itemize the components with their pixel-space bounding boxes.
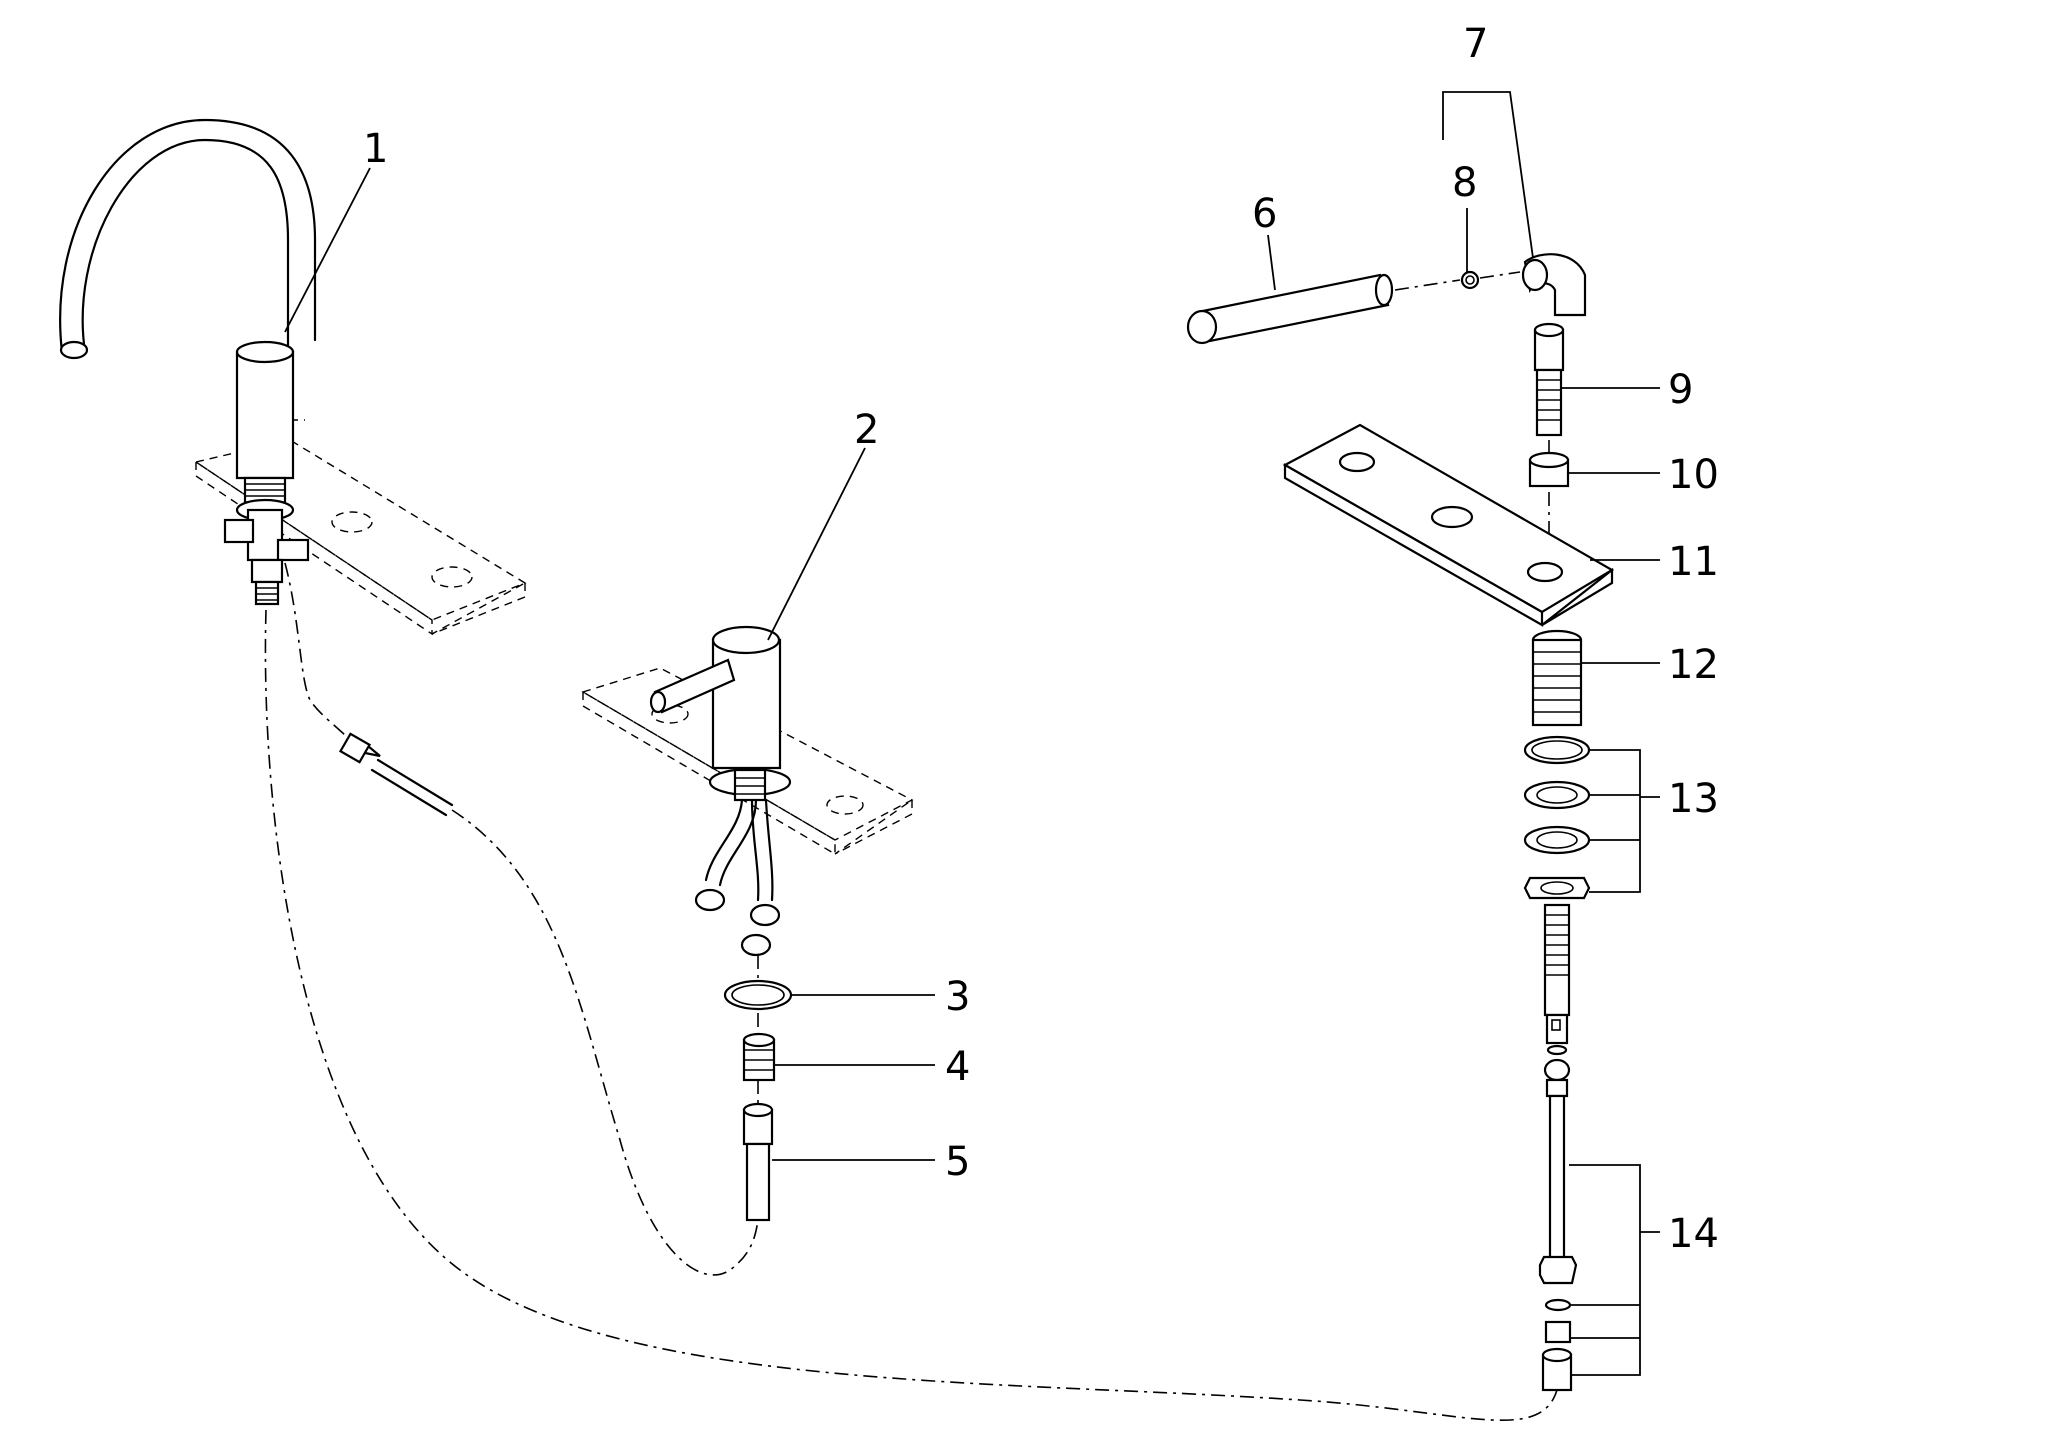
callout-3: 3 (945, 974, 970, 1020)
flex-hose-segment (338, 732, 454, 817)
callout-11: 11 (1668, 539, 1719, 585)
callout-5: 5 (945, 1139, 970, 1185)
valve-assembly (581, 625, 914, 957)
right-assembly (1186, 253, 1615, 1392)
hose-routes (264, 562, 1558, 1421)
spout-assembly (59, 118, 527, 636)
callout-10: 10 (1668, 452, 1719, 498)
callout-2: 2 (854, 407, 879, 453)
callout-9: 9 (1668, 367, 1693, 413)
valve-connection-parts (723, 955, 793, 1222)
leader-lines (284, 91, 1660, 1376)
callout-6: 6 (1252, 191, 1277, 237)
callout-7: 7 (1463, 21, 1488, 67)
callout-13: 13 (1668, 776, 1719, 822)
callout-8: 8 (1452, 160, 1477, 206)
callout-14: 14 (1668, 1211, 1719, 1257)
callout-4: 4 (945, 1044, 970, 1090)
callout-numbers: 1 2 3 4 5 6 7 8 9 10 11 12 13 14 (363, 21, 1719, 1257)
callout-1: 1 (363, 126, 388, 172)
callout-12: 12 (1668, 642, 1719, 688)
